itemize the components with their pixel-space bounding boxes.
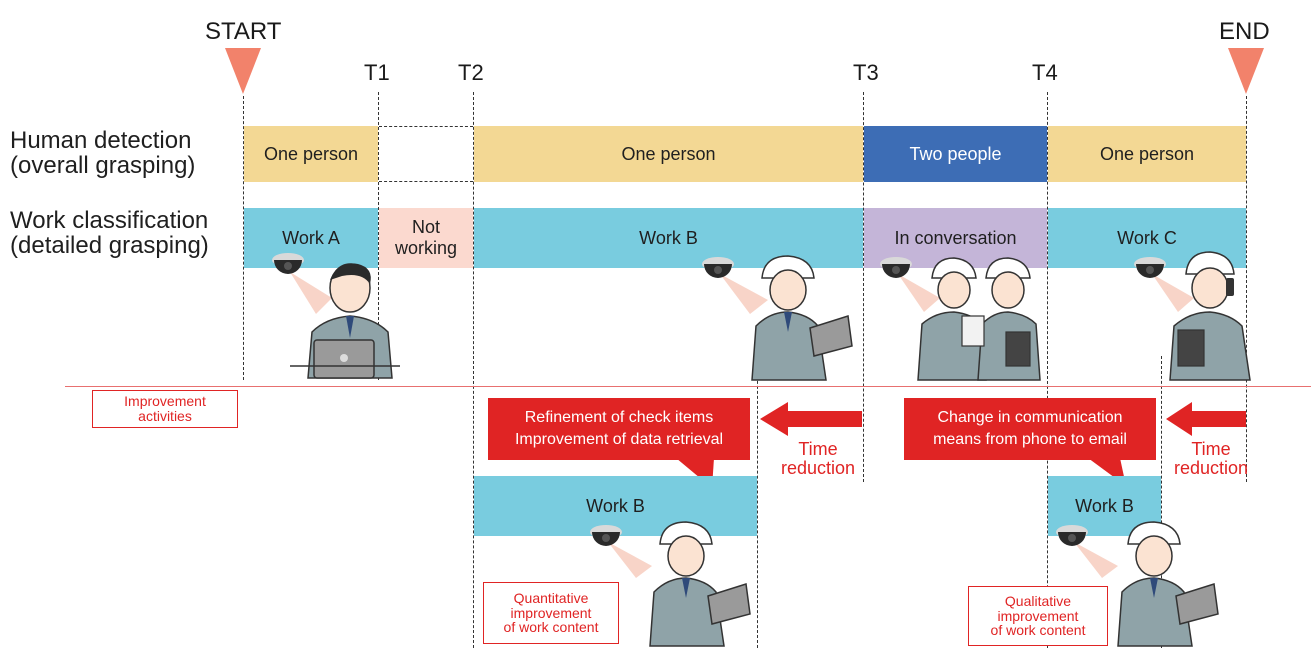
time-label-t3: T3 <box>853 60 879 85</box>
improvement-label-line2: activities <box>138 408 192 424</box>
start-line <box>243 96 244 380</box>
camera-icon-conversation <box>880 257 940 312</box>
work-band-work-a: Work A <box>244 208 378 268</box>
improved-work-b-end-line-2 <box>1161 356 1162 648</box>
qual-line1: Qualitative <box>1004 592 1072 609</box>
human-band-one-person-1: One person <box>244 126 378 182</box>
office-worker-icon <box>290 263 400 379</box>
row-label-human-line2: (overall grasping) <box>10 152 196 180</box>
callout-left-bubble <box>488 398 750 488</box>
quant-line3: of work content <box>503 619 599 636</box>
row-label-work-line2: (detailed grasping) <box>10 232 209 260</box>
start-marker-icon <box>225 48 261 94</box>
time-reduction-label-right: Time reduction <box>1165 440 1257 478</box>
camera-icon-improved-left <box>590 525 652 578</box>
not-working-line2: working <box>394 238 458 258</box>
gap-top-dash <box>379 126 473 127</box>
callout-right-line2: means from phone to email <box>933 431 1127 448</box>
row-label-work-classification: Work classification (detailed grasping) <box>10 207 209 260</box>
row-label-work-line1: Work classification <box>10 207 209 234</box>
time-reduction-right-line1: Time <box>1191 439 1231 459</box>
camera-icon-work-a <box>272 253 332 314</box>
time-label-t4: T4 <box>1032 60 1058 85</box>
callout-right-bubble <box>904 398 1156 486</box>
time-label-t1: T1 <box>364 60 390 85</box>
callout-left-line1: Refinement of check items <box>524 409 714 427</box>
callout-right-line1: Change in communication <box>937 409 1123 427</box>
time-reduction-arrow-right-icon <box>1166 402 1246 436</box>
time-reduction-arrow-left-icon <box>760 402 862 436</box>
gap-bottom-dash <box>379 181 473 182</box>
t1-line <box>378 92 379 380</box>
camera-icon-work-c <box>1134 257 1194 312</box>
start-label: START <box>205 18 282 45</box>
worker-with-laptop-icon <box>751 255 853 381</box>
camera-icon-work-b <box>702 257 768 314</box>
time-label-t2: T2 <box>458 60 484 85</box>
quant-line2: improvement <box>510 604 592 621</box>
t2-line <box>473 92 474 648</box>
qual-line2: improvement <box>997 607 1079 624</box>
improvement-label-line1: Improvement <box>124 393 206 410</box>
end-marker-icon <box>1228 48 1264 94</box>
t3-line <box>863 92 864 482</box>
human-band-two-people: Two people <box>864 126 1047 182</box>
time-reduction-right-line2: reduction <box>1173 457 1249 478</box>
quant-line1: Quantitative <box>513 589 589 606</box>
end-label: END <box>1219 18 1270 45</box>
end-line <box>1246 96 1247 482</box>
improved-worker-right-icon <box>1117 521 1219 647</box>
qual-line3: of work content <box>990 622 1086 639</box>
worker-on-phone-icon <box>1169 251 1251 381</box>
row-label-human-detection: Human detection (overall grasping) <box>10 127 196 180</box>
time-reduction-label-left: Time reduction <box>771 440 865 478</box>
work-band-not-working: Not working <box>379 208 473 268</box>
two-workers-icon <box>917 257 1041 381</box>
improvement-activities-label: Improvement activities <box>92 390 238 428</box>
improved-work-b-end-line <box>757 356 758 648</box>
improved-worker-left-icon <box>649 521 751 647</box>
not-working-line1: Not <box>411 217 440 238</box>
improvement-divider <box>65 386 1311 387</box>
t4-line <box>1047 92 1048 648</box>
camera-icon-improved-right <box>1056 525 1118 578</box>
row-label-human-line1: Human detection <box>10 127 192 154</box>
time-reduction-left-line2: reduction <box>780 457 856 478</box>
callout-left-text: Refinement of check items Improvement of… <box>488 398 750 460</box>
quantitative-improvement-label: Quantitative improvement of work content <box>483 582 619 644</box>
improved-work-b-quantitative: Work B <box>474 476 757 536</box>
callout-right-text: Change in communication means from phone… <box>904 398 1156 460</box>
qualitative-improvement-label: Qualitative improvement of work content <box>968 586 1108 646</box>
callout-left-line2: Improvement of data retrieval <box>514 431 724 448</box>
human-band-one-person-3: One person <box>1048 126 1246 182</box>
human-band-one-person-2: One person <box>474 126 863 182</box>
time-reduction-left-line1: Time <box>798 439 838 459</box>
